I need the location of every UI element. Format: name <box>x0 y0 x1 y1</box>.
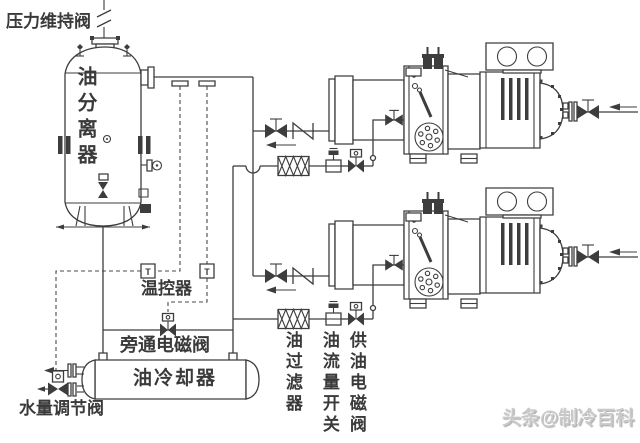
control-signal-lines <box>56 86 207 370</box>
temperature-sensor-2: T <box>200 264 214 278</box>
svg-text:T: T <box>204 267 210 277</box>
water-regulating-valve-symbol <box>37 371 68 396</box>
oil-supply-solenoid-valve-label: 供油电磁阀 <box>346 331 366 436</box>
svg-text:T: T <box>145 267 151 277</box>
oil-flow-switch-label: 油流量开关 <box>319 331 339 436</box>
oil-filter-label: 油过滤器 <box>282 331 302 415</box>
bypass-solenoid-symbol <box>159 312 177 338</box>
oil-supply-line-1 <box>233 149 373 176</box>
oil-inlet-compressor-2 <box>371 254 405 319</box>
bypass-line <box>103 312 233 338</box>
temperature-controller-label: 温控器 <box>141 279 192 298</box>
water-regulating-valve-label: 水量调节阀 <box>19 399 104 418</box>
oil-separator-label: 油分离器 <box>74 66 96 170</box>
sight-glass <box>104 136 111 143</box>
pressure-maintaining-valve-label: 压力维持阀 <box>6 12 91 31</box>
oil-cooler-label: 油冷却器 <box>133 368 218 389</box>
oil-cooler-risers <box>103 166 233 357</box>
pressure-maintaining-valve-symbol <box>97 10 111 38</box>
oil-cooler-vessel <box>37 353 259 399</box>
discharge-header-pipe <box>148 77 253 276</box>
oil-separator-vessel <box>56 0 162 230</box>
compressor1-discharge-branch <box>253 119 332 149</box>
watermark: 头条@制冷百科 <box>502 408 635 429</box>
oil-inlet-compressor-1 <box>371 109 405 166</box>
compressor-2 <box>329 188 638 308</box>
oil-supply-line-2 <box>233 302 373 329</box>
bypass-solenoid-valve-label: 旁通电磁阀 <box>120 335 210 355</box>
compressor2-discharge-branch <box>253 264 332 294</box>
drain-valve <box>98 174 108 198</box>
temperature-sensor-1: T <box>141 264 155 278</box>
top-fitting-right <box>123 44 131 56</box>
top-fitting-left <box>76 44 84 56</box>
compressor-1 <box>329 43 638 163</box>
pipe-jump <box>246 166 260 173</box>
